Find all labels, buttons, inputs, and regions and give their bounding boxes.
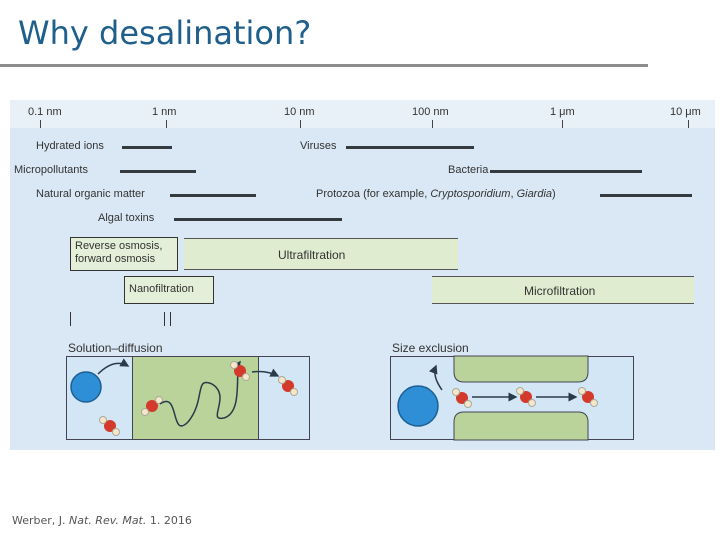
tick-0.1nm xyxy=(40,120,41,128)
microfiltration-band xyxy=(432,276,694,304)
tick-10nm xyxy=(300,120,301,128)
citation-author: Werber, J. xyxy=(12,514,66,527)
rejection-arrow xyxy=(97,358,130,375)
label-viruses: Viruses xyxy=(300,140,337,152)
range-bar-bacteria xyxy=(490,170,642,173)
label-bacteria: Bacteria xyxy=(448,164,489,176)
size-exclusion-illustration xyxy=(397,355,598,441)
tick-label-10nm: 10 nm xyxy=(284,106,315,118)
citation-journal: Nat. Rev. Mat. xyxy=(69,514,147,527)
pore-wall-bottom xyxy=(453,411,589,441)
tick-100nm xyxy=(432,120,433,128)
nanofiltration-label: Nanofiltration xyxy=(129,283,194,295)
range-bar-protozoa xyxy=(600,194,692,197)
range-bar-natural-organic-matter xyxy=(170,194,256,197)
tick-label-1nm: 1 nm xyxy=(152,106,177,118)
marker-line-3 xyxy=(170,312,171,326)
large-solute-sphere xyxy=(397,385,439,427)
water-molecule xyxy=(452,388,472,408)
citation: Werber, J. Nat. Rev. Mat. 1. 2016 xyxy=(12,514,192,527)
citation-issue: 1. 2016 xyxy=(149,514,192,527)
ultrafiltration-label: Ultrafiltration xyxy=(278,248,346,262)
marker-line-2 xyxy=(164,312,165,326)
tick-label-0.1nm: 0.1 nm xyxy=(28,106,62,118)
size-scale-band xyxy=(10,100,715,128)
water-molecule xyxy=(516,387,536,407)
nanofiltration-box: Nanofiltration xyxy=(124,276,214,304)
permeate-side-panel xyxy=(258,356,310,440)
permeation-arrow xyxy=(251,368,280,377)
water-molecule xyxy=(278,376,298,396)
size-exclusion-label: Size exclusion xyxy=(392,341,469,355)
reverse-osmosis-label: Reverse osmosis, xyxy=(75,240,163,252)
pore-wall-top xyxy=(453,355,589,383)
tick-1nm xyxy=(166,120,167,128)
tick-10um xyxy=(688,120,689,128)
tick-label-100nm: 100 nm xyxy=(412,106,449,118)
label-algal-toxins: Algal toxins xyxy=(98,212,155,224)
membrane-size-diagram: 0.1 nm 1 nm 10 nm 100 nm 1 μm 10 μm Hydr… xyxy=(10,100,715,450)
microfiltration-label: Microfiltration xyxy=(524,284,596,298)
water-molecule xyxy=(578,387,598,407)
water-molecule xyxy=(99,416,120,436)
label-micropollutants: Micropollutants xyxy=(14,164,88,176)
range-bar-viruses xyxy=(346,146,474,149)
water-molecule xyxy=(141,396,163,416)
label-protozoa-example-2: Giardia xyxy=(516,188,553,200)
label-hydrated-ions: Hydrated ions xyxy=(36,140,104,152)
diffusion-path-arrow xyxy=(159,360,241,427)
range-bar-hydrated-ions xyxy=(122,146,172,149)
solution-diffusion-label: Solution–diffusion xyxy=(68,341,163,355)
tick-1um xyxy=(562,120,563,128)
solute-ion-sphere xyxy=(70,371,102,403)
range-bar-micropollutants xyxy=(120,170,196,173)
label-protozoa: Protozoa (for example, Cryptosporidium, … xyxy=(316,188,556,200)
label-protozoa-example-1: Cryptosporidium xyxy=(430,188,511,200)
tick-label-10um: 10 μm xyxy=(670,106,701,118)
exclusion-arrow xyxy=(429,364,443,391)
slide-title: Why desalination? xyxy=(18,14,312,52)
title-divider xyxy=(0,64,648,67)
ultrafiltration-band xyxy=(184,238,458,270)
reverse-osmosis-box: Reverse osmosis, forward osmosis xyxy=(70,237,178,271)
feed-side-panel xyxy=(66,356,134,440)
water-molecule xyxy=(230,361,250,381)
tick-label-1um: 1 μm xyxy=(550,106,575,118)
forward-osmosis-label: forward osmosis xyxy=(75,253,156,266)
range-bar-algal-toxins xyxy=(174,218,342,221)
marker-line-1 xyxy=(70,312,71,326)
solution-diffusion-illustration xyxy=(70,358,298,436)
label-natural-organic-matter: Natural organic matter xyxy=(36,188,145,200)
